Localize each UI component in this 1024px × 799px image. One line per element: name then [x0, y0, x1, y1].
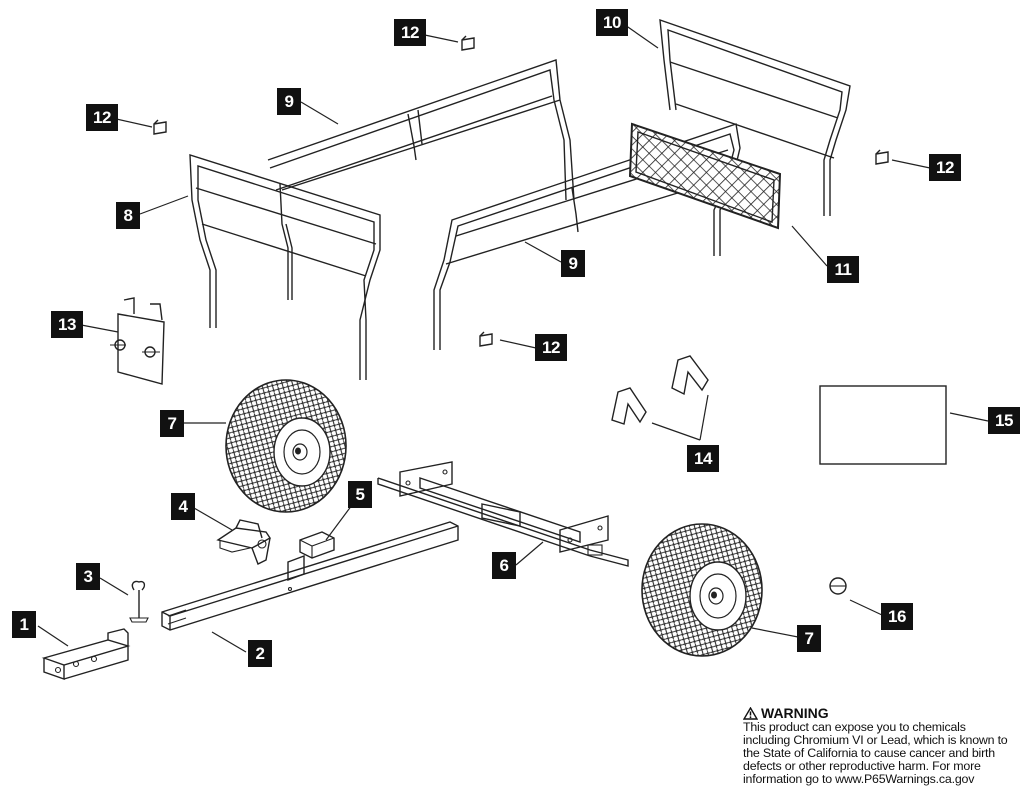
warning-line: This product can expose you to chemicals	[743, 720, 966, 734]
callout-13: 13	[51, 311, 83, 338]
parts-label-card	[819, 385, 947, 465]
callout-6: 6	[492, 552, 516, 579]
callout-7-upper-wheel: 7	[160, 410, 184, 437]
callout-9-upper: 9	[277, 88, 301, 115]
callout-5: 5	[348, 481, 372, 508]
tie-down-straps	[611, 355, 709, 425]
side-rail-upper	[267, 59, 575, 201]
callout-16: 16	[881, 603, 913, 630]
latch-plate	[110, 297, 165, 385]
callout-12-top: 12	[394, 19, 426, 46]
warning-line: information go to www.P65Warnings.ca.gov	[743, 772, 975, 786]
front-rail	[659, 18, 851, 216]
prop65-warning: WARNING This product can expose you to c…	[743, 705, 1018, 786]
callout-9-lower: 9	[561, 250, 585, 277]
callout-14: 14	[687, 445, 719, 472]
warning-line: the State of California to cause cancer …	[743, 746, 995, 760]
warning-triangle-icon	[743, 706, 758, 720]
rail-clips	[153, 35, 889, 347]
hitch-pin	[129, 580, 149, 623]
warning-title: WARNING	[761, 705, 829, 721]
callout-2: 2	[248, 640, 272, 667]
jack-bracket	[216, 519, 272, 565]
callout-12-bottom: 12	[535, 334, 567, 361]
callout-1: 1	[12, 611, 36, 638]
leader-lines	[37, 24, 989, 653]
mesh-gate	[628, 122, 782, 230]
callout-12-right: 12	[929, 154, 961, 181]
tongue-bar	[161, 521, 459, 631]
callout-12-left: 12	[86, 104, 118, 131]
callout-8: 8	[116, 202, 140, 229]
callout-4: 4	[171, 493, 195, 520]
axle-assembly	[377, 461, 629, 567]
callout-10: 10	[596, 9, 628, 36]
callout-11: 11	[827, 256, 859, 283]
warning-line: including Chromium VI or Lead, which is …	[743, 733, 1008, 747]
side-rail-left	[189, 154, 381, 380]
callout-3: 3	[76, 563, 100, 590]
warning-line: defects or other reproductive harm. For …	[743, 759, 981, 773]
warning-text: This product can expose you to chemicals…	[743, 721, 1018, 786]
callout-15: 15	[988, 407, 1020, 434]
callout-7-lower-wheel: 7	[797, 625, 821, 652]
hitch-tube	[41, 628, 131, 680]
warning-heading: WARNING	[743, 705, 1018, 721]
clamp-bracket	[287, 531, 335, 582]
wheel-upper	[225, 379, 347, 513]
wheel-lower	[641, 523, 763, 657]
hitch-ring	[829, 577, 847, 595]
